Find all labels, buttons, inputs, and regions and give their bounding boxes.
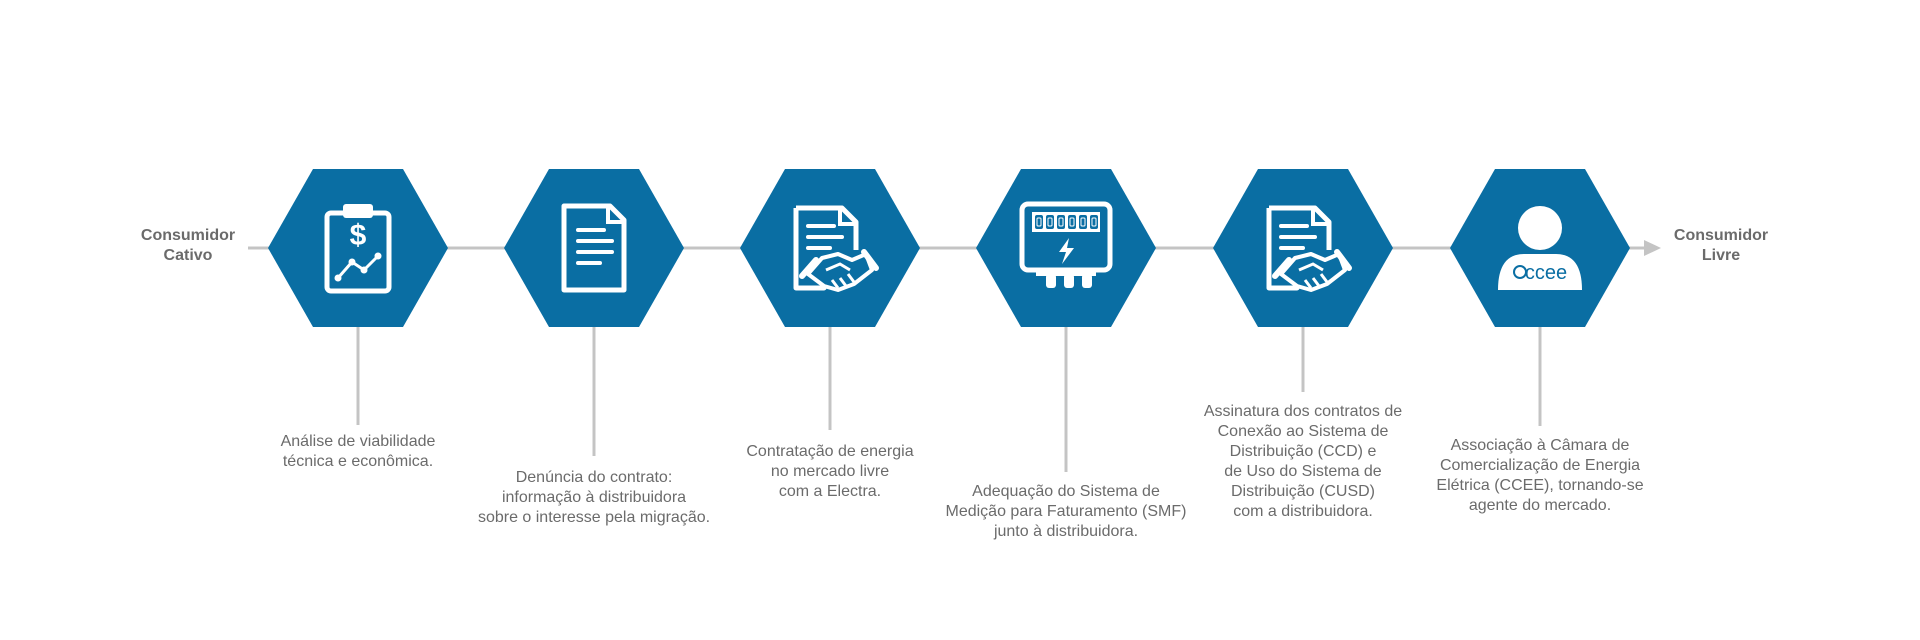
step-label-line: no mercado livre (770, 463, 890, 480)
contract-handshake-icon (1266, 205, 1352, 292)
meter-digit-zero (1069, 217, 1075, 227)
handshake-finger (846, 273, 856, 283)
page-fold (606, 206, 624, 224)
handshake-finger (838, 277, 848, 287)
step-label: Assinatura dos contratos de Conexão ao Si… (1168, 402, 1438, 522)
step-label-line: Distribuição (CUSD) (1230, 483, 1376, 500)
end-label: Consumidor Livre (1651, 226, 1791, 266)
step-label-line: junto à distribuidora. (993, 523, 1139, 540)
handshake-finger (1303, 279, 1313, 289)
meter-digit-zero (1036, 217, 1042, 227)
step-label: Análise de viabilidade técnica e econômic… (223, 432, 493, 472)
ccee-logo-mark (1513, 265, 1527, 279)
step-label-line: Elétrica (CCEE), tornando-se (1436, 477, 1644, 494)
start-label-line-1: Consumidor (140, 227, 236, 244)
step-label-line: de Uso do Sistema de (1224, 463, 1382, 480)
meter-digit (1057, 215, 1065, 229)
handshake-finger (830, 279, 840, 289)
right-cuff (1334, 249, 1352, 271)
start-label-line-2: Cativo (163, 247, 213, 264)
end-label-line-1: Consumidor (1673, 227, 1769, 244)
document-icon (561, 203, 627, 293)
right-cuff (861, 249, 879, 271)
clipboard-clip (343, 204, 373, 218)
trend-point (374, 252, 382, 260)
meter-terminal (1064, 274, 1074, 288)
step-label-line: Adequação do Sistema de (972, 483, 1160, 500)
meter-digit-zero (1058, 217, 1064, 227)
step-label-line: Conexão ao Sistema de (1217, 423, 1389, 440)
step-label-line: Medição para Faturamento (SMF) (945, 503, 1187, 520)
dollar-sign: $ (350, 219, 367, 252)
meter-digit (1035, 215, 1043, 229)
handshake-thumb (825, 262, 851, 272)
meter-terminal (1082, 274, 1092, 288)
step-label: Adequação do Sistema de Medição para Fatu… (931, 482, 1201, 542)
trend-line (336, 254, 380, 279)
timeline-arrowhead (1644, 240, 1661, 256)
user-head (1518, 206, 1562, 250)
meter-digit-zero (1080, 217, 1086, 227)
handshake-finger (1319, 273, 1329, 283)
meter-digit (1079, 215, 1087, 229)
step-label-line: Contratação de energia (746, 443, 914, 460)
step-label-line: Assinatura dos contratos de (1203, 403, 1403, 420)
start-label: Consumidor Cativo (118, 226, 258, 266)
left-cuff (799, 257, 819, 279)
meter-digit (1068, 215, 1076, 229)
meter-base (1036, 270, 1096, 276)
step-label-line: Associação à Câmara de (1450, 437, 1630, 454)
step-hexagon (504, 169, 684, 327)
trend-point (348, 258, 356, 266)
end-label-line-2: Livre (1701, 247, 1741, 264)
meter-digit (1046, 215, 1054, 229)
step-label: Denúncia do contrato: informação à distri… (459, 468, 729, 528)
step-label: Associação à Câmara de Comercialização de… (1405, 436, 1675, 516)
step-label-line: técnica e econômica. (282, 453, 434, 470)
financial-report-icon: $ (324, 204, 392, 294)
step-label-line: sobre o interesse pela migração. (477, 509, 711, 526)
step-label-line: Denúncia do contrato: (515, 469, 673, 486)
page-fold (1311, 208, 1329, 226)
step-label-line: Análise de viabilidade (280, 433, 436, 450)
handshake-finger (1311, 277, 1321, 287)
page-outline (561, 203, 627, 293)
contract-handshake-icon (793, 205, 879, 292)
step-label-line: Distribuição (CCD) e (1229, 443, 1377, 460)
meter-digit-zero (1047, 217, 1053, 227)
meter-terminal (1046, 274, 1056, 288)
step-label-line: agente do mercado. (1468, 497, 1612, 514)
ccee-badge-text: ccee (1525, 262, 1567, 284)
lightning-bolt (1059, 238, 1074, 264)
user-body (1498, 254, 1582, 290)
trend-point (334, 274, 342, 282)
step-label: Contratação de energia no mercado livre co… (695, 442, 965, 502)
page-fold (838, 208, 856, 226)
left-cuff (1272, 257, 1292, 279)
meter-digit-zero (1091, 217, 1097, 227)
ccee-user-icon: ccee (1498, 206, 1582, 290)
step-label-line: com a distribuidora. (1233, 503, 1373, 520)
step-label-line: Comercialização de Energia (1439, 457, 1641, 474)
step-label-line: informação à distribuidora (501, 489, 687, 506)
step-hexagon (268, 169, 448, 327)
handshake-thumb (1298, 262, 1324, 272)
trend-point (360, 266, 368, 274)
energy-meter-icon (1019, 201, 1113, 288)
step-label-line: com a Electra. (778, 483, 882, 500)
meter-digit (1090, 215, 1098, 229)
